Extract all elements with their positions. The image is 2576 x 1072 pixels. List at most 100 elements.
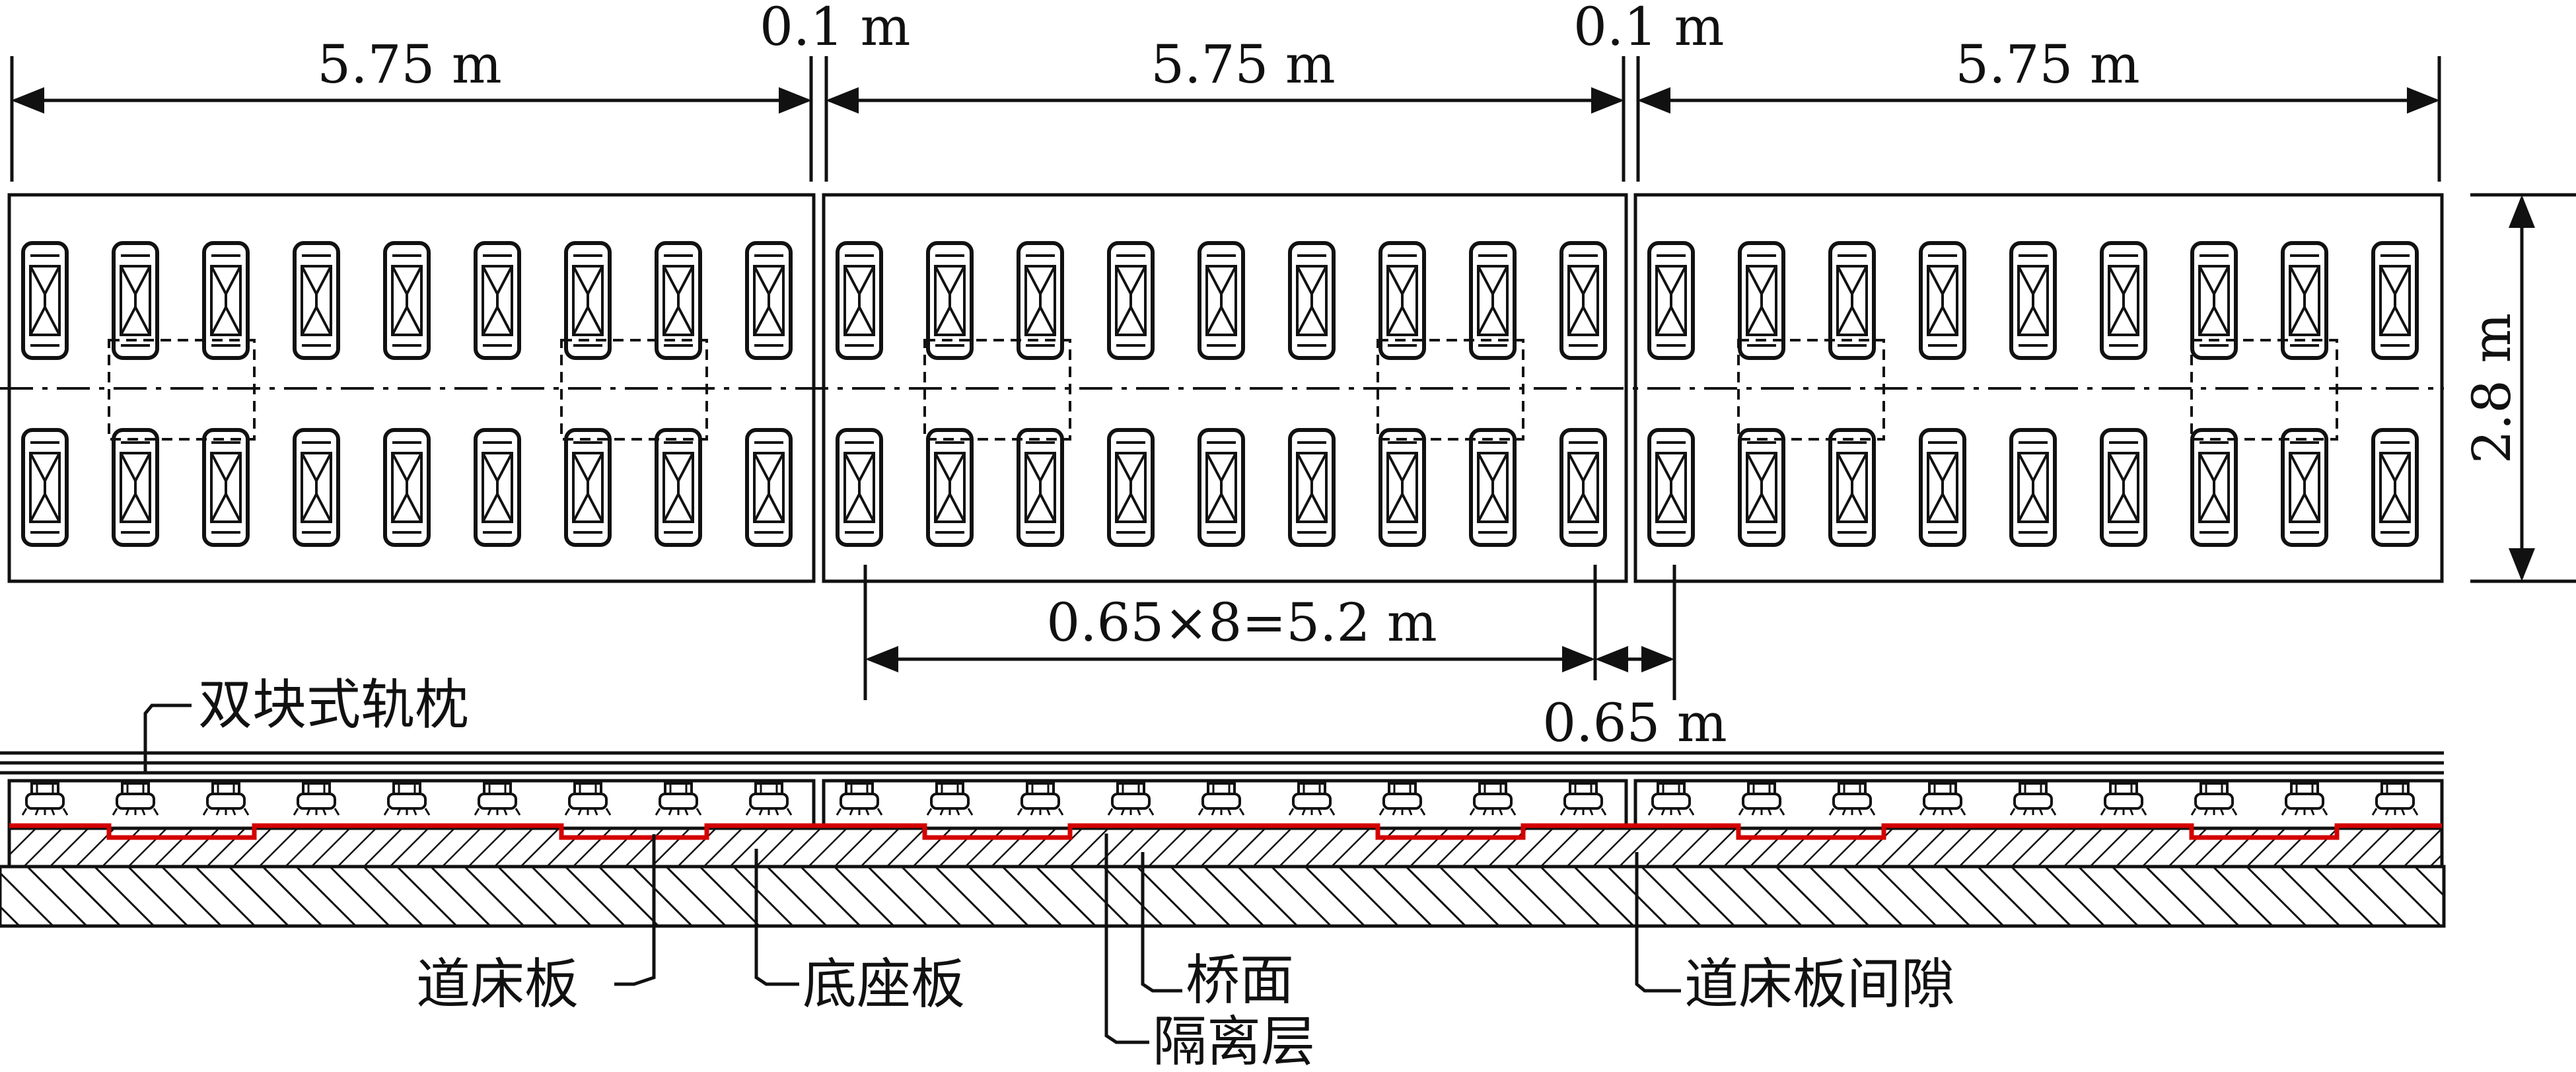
sleeper-block (476, 430, 519, 545)
bridge-deck (0, 865, 2446, 928)
sleeper-fastener (1469, 782, 1517, 816)
sleeper-fastener (2371, 782, 2419, 816)
sleeper-fastener (655, 782, 702, 816)
sleeper-blocks (23, 243, 2417, 545)
plan-view: 5.75 m 5.75 m 5.75 m 0.1 m 0.1 m 2.8 m (0, 0, 2576, 754)
sleeper-fastener (1647, 782, 1695, 816)
sleeper-fastener (836, 782, 883, 816)
isolation-layer (9, 823, 2442, 840)
sleeper-block (23, 430, 67, 545)
sleeper-fastener (1017, 782, 1064, 816)
sleeper-block (1109, 243, 1153, 358)
sleeper-block (204, 430, 248, 545)
sleeper-fastener (21, 782, 69, 816)
sleeper-fastener (1107, 782, 1155, 816)
slab-length-label-2: 5.75 m (1151, 34, 1335, 95)
elevation-view: 双块式轨枕 道床板 底座板 桥面 隔离层 道床板间隙 (0, 674, 2446, 1072)
sleeper-block (657, 430, 700, 545)
sleeper-fastener (112, 782, 159, 816)
sleeper-fastener (202, 782, 250, 816)
sleeper-block (476, 243, 519, 358)
sleeper-fastener (2009, 782, 2057, 816)
base-plate-label: 底座板 (803, 953, 965, 1016)
sleeper-block (1019, 243, 1062, 358)
sleeper-fastener (1288, 782, 1336, 816)
slab-gap-label: 道床板间隙 (1684, 953, 1955, 1016)
sleeper-block (838, 243, 881, 358)
sleeper-block (747, 243, 791, 358)
sleeper-block (2011, 243, 2055, 358)
sleeper-block (1199, 430, 1243, 545)
sleeper-fastener (2281, 782, 2328, 816)
sleeper-block (2102, 430, 2145, 545)
sleeper-block (1561, 243, 1605, 358)
sleeper-block (2011, 430, 2055, 545)
sleeper-fastener (1378, 782, 1426, 816)
sleeper-fastener (2100, 782, 2147, 816)
sleeper-block (1019, 430, 1062, 545)
sleeper-block (2192, 430, 2236, 545)
sleeper-fastener (1828, 782, 1876, 816)
sleeper-block (1290, 243, 1334, 358)
sleeper-block (1649, 430, 1693, 545)
extension-lines (10, 56, 2576, 583)
sleeper-fastener (1919, 782, 1966, 816)
sleeper-block (1471, 430, 1515, 545)
sleeper-block (385, 430, 429, 545)
sleeper-block (928, 430, 972, 545)
sleeper-fastener (745, 782, 793, 816)
sleeper-fastener (2190, 782, 2238, 816)
sleeper-block (385, 243, 429, 358)
sleeper-block (1109, 430, 1153, 545)
sleeper-fastener (383, 782, 431, 816)
sleeper-block (295, 430, 338, 545)
sleeper-block (1561, 430, 1605, 545)
sleeper-span-label: 0.65×8=5.2 m (1046, 592, 1437, 653)
sleeper-block (2373, 430, 2417, 545)
sleeper-block (2102, 243, 2145, 358)
rail (0, 751, 2444, 775)
sleeper-block (2373, 243, 2417, 358)
track-slab-elevation (7, 779, 2444, 830)
sleeper-block (1921, 430, 1964, 545)
sleeper-block (747, 430, 791, 545)
sleeper-block (1740, 430, 1783, 545)
gap-label-1: 0.1 m (760, 0, 911, 57)
sleeper-block (838, 430, 881, 545)
sleeper-block (1830, 430, 1874, 545)
base-plate (7, 826, 2444, 869)
slab-length-label-1: 5.75 m (317, 34, 501, 95)
sleeper-fastener (1738, 782, 1785, 816)
sleeper-spacing-label: 0.65 m (1542, 692, 1727, 754)
gap-label-2: 0.1 m (1573, 0, 1725, 57)
sleeper-span-dimension (863, 565, 1676, 700)
slab-length-label-3: 5.75 m (1955, 34, 2139, 95)
sleeper-label: 双块式轨枕 (198, 674, 469, 736)
isolation-layer-label: 隔离层 (1153, 1011, 1315, 1072)
slab-width-label: 2.8 m (2461, 313, 2522, 464)
track-slab-plan-3 (1633, 193, 2444, 583)
sleeper-block (2283, 430, 2326, 545)
track-slab-label: 道床板 (416, 953, 579, 1016)
sleeper-fastener (1198, 782, 1245, 816)
sleeper-block (204, 243, 248, 358)
sleeper-block (23, 243, 67, 358)
sleeper-block (566, 430, 610, 545)
sleeper-block (1649, 243, 1693, 358)
sleeper-fastener (293, 782, 340, 816)
sleeper-block (1290, 430, 1334, 545)
sleeper-block (657, 243, 700, 358)
sleeper-fastener (926, 782, 974, 816)
sleeper-fastener (1559, 782, 1607, 816)
sleeper-block (114, 430, 157, 545)
sleeper-fasteners (21, 782, 2419, 816)
sleeper-block (295, 243, 338, 358)
bridge-deck-label: 桥面 (1186, 949, 1294, 1012)
sleeper-block (1921, 243, 1964, 358)
leader-lines (143, 703, 1681, 1044)
sleeper-fastener (564, 782, 612, 816)
sleeper-block (1380, 430, 1424, 545)
sleeper-fastener (474, 782, 521, 816)
sleeper-block (1199, 243, 1243, 358)
